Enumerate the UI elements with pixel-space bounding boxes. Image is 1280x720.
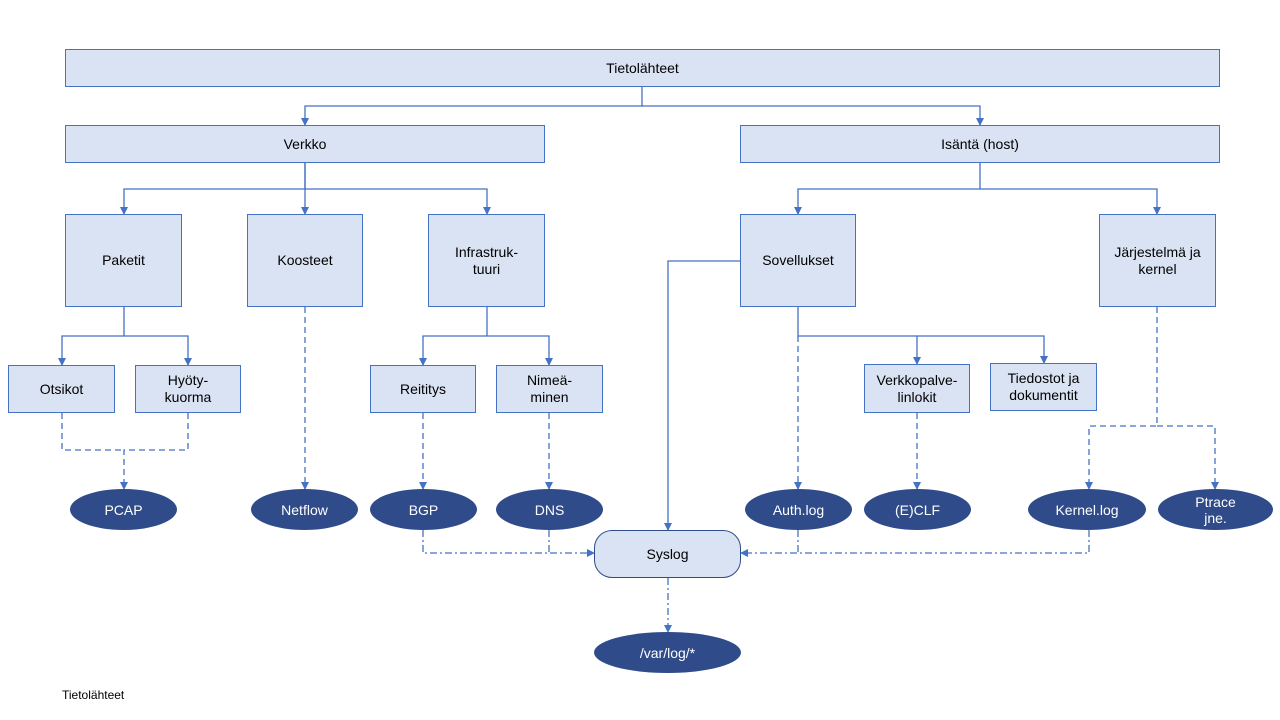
verkko-node-label: Verkko bbox=[283, 135, 327, 152]
dns-oval-label: DNS bbox=[534, 501, 565, 518]
nimeaminen-node: Nimeä- minen bbox=[496, 365, 603, 413]
varlog-oval-label: /var/log/* bbox=[639, 644, 696, 661]
sovellukset-node: Sovellukset bbox=[740, 214, 856, 307]
ptrace-oval-label: Ptrace jne. bbox=[1195, 493, 1236, 526]
authlog-oval-label: Auth.log bbox=[772, 501, 825, 518]
pcap-oval: PCAP bbox=[70, 489, 177, 530]
figure-caption: Tietolähteet bbox=[62, 688, 125, 702]
infrastruktuuri-node: Infrastruk- tuuri bbox=[428, 214, 545, 307]
hyotykuorma-node-label: Hyöty- kuorma bbox=[164, 372, 212, 405]
authlog-oval: Auth.log bbox=[745, 489, 852, 530]
kernellog-oval: Kernel.log bbox=[1028, 489, 1146, 530]
netflow-oval: Netflow bbox=[251, 489, 358, 530]
dashed-connectors bbox=[61, 307, 1219, 490]
ptrace-oval: Ptrace jne. bbox=[1158, 489, 1273, 530]
solid-connectors bbox=[58, 87, 1161, 531]
tiedostot-node: Tiedostot ja dokumentit bbox=[990, 363, 1097, 411]
dashdot-connectors bbox=[422, 530, 1090, 633]
paketit-node: Paketit bbox=[65, 214, 182, 307]
tiedostot-node-label: Tiedostot ja dokumentit bbox=[1007, 370, 1080, 403]
verkkopalvelinlokit-node: Verkkopalve- linlokit bbox=[864, 364, 970, 413]
syslog-node: Syslog bbox=[594, 530, 741, 578]
syslog-node-label: Syslog bbox=[646, 546, 689, 562]
paketit-node-label: Paketit bbox=[102, 252, 145, 268]
otsikot-node: Otsikot bbox=[8, 365, 115, 413]
bgp-oval: BGP bbox=[370, 489, 477, 530]
kernellog-oval-label: Kernel.log bbox=[1055, 501, 1119, 518]
reititys-node: Reititys bbox=[370, 365, 476, 413]
varlog-oval: /var/log/* bbox=[594, 632, 741, 673]
verkkopalvelinlokit-node-label: Verkkopalve- linlokit bbox=[876, 371, 958, 405]
dns-oval: DNS bbox=[496, 489, 603, 530]
reititys-node-label: Reititys bbox=[400, 380, 446, 397]
koosteet-node-label: Koosteet bbox=[277, 252, 333, 268]
eclf-oval: (E)CLF bbox=[864, 489, 971, 530]
hyotykuorma-node: Hyöty- kuorma bbox=[135, 365, 241, 413]
pcap-oval-label: PCAP bbox=[104, 501, 143, 518]
isanta-node: Isäntä (host) bbox=[740, 125, 1220, 163]
eclf-oval-label: (E)CLF bbox=[894, 501, 941, 518]
root-node-label: Tietolähteet bbox=[606, 59, 679, 76]
isanta-node-label: Isäntä (host) bbox=[941, 135, 1019, 152]
jarjestelma-node: Järjestelmä ja kernel bbox=[1099, 214, 1216, 307]
root-node: Tietolähteet bbox=[65, 49, 1220, 87]
netflow-oval-label: Netflow bbox=[281, 501, 328, 518]
nimeaminen-node-label: Nimeä- minen bbox=[526, 372, 573, 405]
verkko-node: Verkko bbox=[65, 125, 545, 163]
sovellukset-node-label: Sovellukset bbox=[762, 252, 834, 268]
otsikot-node-label: Otsikot bbox=[39, 380, 84, 397]
infrastruktuuri-node-label: Infrastruk- tuuri bbox=[454, 243, 518, 277]
koosteet-node: Koosteet bbox=[247, 214, 363, 307]
jarjestelma-node-label: Järjestelmä ja kernel bbox=[1114, 243, 1201, 277]
bgp-oval-label: BGP bbox=[408, 501, 439, 518]
